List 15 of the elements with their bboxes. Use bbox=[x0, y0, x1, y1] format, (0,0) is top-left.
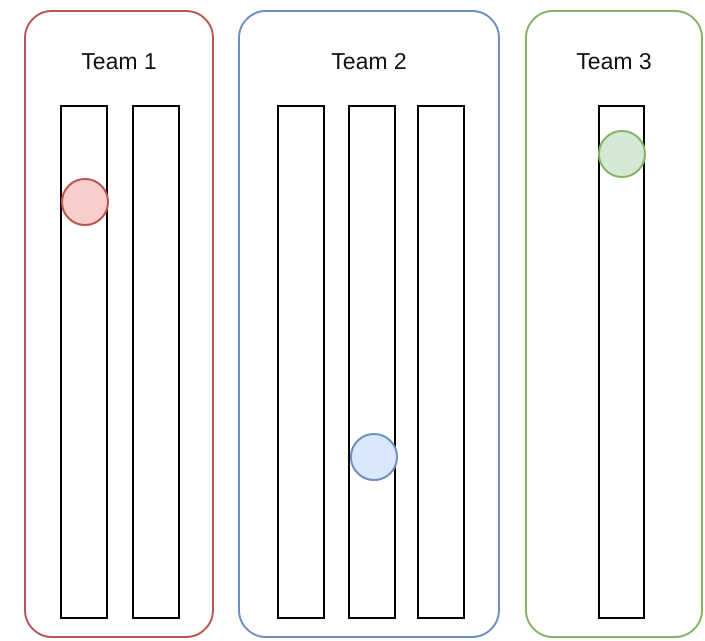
column-bar bbox=[598, 105, 645, 619]
team-title: Team 2 bbox=[330, 48, 408, 75]
circle-marker bbox=[350, 433, 398, 481]
column-bar bbox=[417, 105, 465, 619]
column-bar bbox=[348, 105, 396, 619]
team-panel bbox=[238, 10, 500, 638]
team-title: Team 3 bbox=[575, 48, 653, 75]
column-bar bbox=[277, 105, 325, 619]
team-title: Team 1 bbox=[80, 48, 158, 75]
circle-marker bbox=[598, 130, 646, 178]
team-panel bbox=[525, 10, 703, 638]
column-bar bbox=[60, 105, 108, 619]
column-bar bbox=[132, 105, 180, 619]
circle-marker bbox=[61, 178, 109, 226]
team-panel bbox=[24, 10, 214, 638]
